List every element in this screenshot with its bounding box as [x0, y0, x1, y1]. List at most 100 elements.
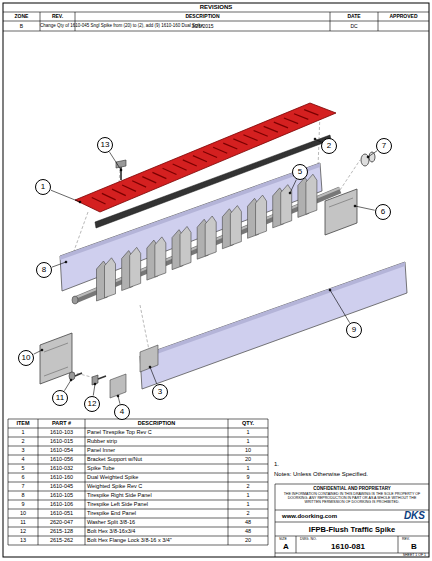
table-cell: Panel Tirespike Top Rev C: [85, 428, 228, 437]
table-cell: 1610-015: [38, 437, 85, 446]
label-text: IFPB-Flush Traffic Spike: [278, 524, 426, 535]
grid-line: [3, 12, 429, 13]
slot: [233, 139, 247, 145]
table-cell: 4: [8, 455, 38, 464]
hex-bolt: [69, 372, 106, 385]
slot: [203, 151, 217, 157]
callout-balloon: 13: [97, 137, 113, 153]
table-cell: 1: [228, 437, 268, 446]
callout-balloon: 7: [376, 138, 392, 154]
table-cell: 2: [228, 509, 268, 518]
end-panel: [40, 333, 72, 384]
grid-line: [8, 419, 9, 545]
table-cell: 1610-106: [38, 500, 85, 509]
table-cell: 2: [228, 482, 268, 491]
label-text: REVISIONS: [3, 3, 429, 12]
leader-line: [315, 139, 321, 142]
table-cell: 1: [228, 491, 268, 500]
callout-number: 2: [327, 142, 331, 150]
assembly: [40, 103, 407, 398]
label-text: 1610-081: [298, 542, 398, 552]
grid-line: [8, 482, 268, 483]
leader-dot: [65, 261, 67, 263]
grid-line: [8, 500, 268, 501]
table-cell: 20: [228, 536, 268, 545]
sheet-border: [3, 3, 429, 557]
table-cell: 5: [8, 464, 38, 473]
table-cell: 8: [8, 491, 38, 500]
grid-line: [8, 419, 268, 420]
grid-line: [8, 491, 268, 492]
grid-line: [8, 545, 268, 546]
label-text: www.doorking.com: [280, 512, 370, 521]
leader-dot: [354, 205, 356, 207]
slot: [284, 118, 298, 124]
leader-line: [118, 396, 120, 404]
label-text: DATE: [330, 12, 378, 21]
slot: [112, 189, 126, 195]
table-cell: ITEM: [8, 419, 38, 428]
slot: [132, 181, 146, 187]
slot: [294, 114, 308, 120]
leader-dot: [79, 201, 81, 203]
callout-number: 3: [158, 388, 162, 396]
table-cell: 2: [8, 437, 38, 446]
grid-line: [275, 484, 429, 485]
table-cell: 48: [228, 527, 268, 536]
slot: [274, 122, 288, 128]
slot: [92, 198, 106, 205]
label-text: CONFIDENTIAL AND PROPRIETARY: [278, 486, 426, 492]
leader-dot: [329, 289, 331, 291]
spike: [306, 174, 317, 214]
leader-line: [290, 180, 296, 193]
table-cell: Bolt Hex Flange Lock 3/8-16 x 3/4": [85, 536, 228, 545]
callout-balloon: 2: [321, 138, 337, 154]
leader-line: [64, 380, 71, 391]
label-text: REV.: [40, 12, 75, 21]
table-cell: 1: [228, 500, 268, 509]
spike: [256, 195, 267, 235]
table-cell: 1: [8, 428, 38, 437]
callout-balloon: 3: [152, 384, 168, 400]
leader-dot: [289, 192, 291, 194]
label-text: DC: [330, 21, 378, 31]
grid-line: [330, 12, 331, 31]
washer: [369, 152, 375, 162]
grid-line: [8, 428, 268, 429]
table-cell: 1: [228, 428, 268, 437]
callout-number: 13: [101, 141, 110, 149]
grid-line: [296, 536, 297, 553]
callout-balloon: 1: [35, 179, 51, 195]
table-cell: 2615-262: [38, 536, 85, 545]
table-cell: Bolt Hex 3/8-16x3/4: [85, 527, 228, 536]
label-text: SHEET 1 OF 1: [360, 553, 426, 557]
table-cell: 6: [8, 473, 38, 482]
table-cell: 2620-047: [38, 518, 85, 527]
callout-balloon: 8: [36, 262, 52, 278]
slot: [102, 193, 116, 199]
callout-number: 5: [298, 168, 302, 176]
table-cell: 10: [8, 509, 38, 518]
table-cell: 9: [8, 500, 38, 509]
leader-dot: [94, 383, 96, 385]
slot: [223, 143, 237, 149]
callout-balloon: 12: [84, 396, 100, 412]
label-text: THE INFORMATION CONTAINED IN THIS DRAWIN…: [280, 492, 424, 504]
table-cell: 11: [8, 518, 38, 527]
flange-bolt: [116, 160, 126, 180]
grid-line: [8, 446, 268, 447]
grid-line: [8, 509, 268, 510]
grid-line: [8, 437, 268, 438]
callout-number: 7: [382, 142, 386, 150]
slot: [254, 131, 268, 137]
grid-line: [40, 12, 41, 31]
callout-balloon: 10: [18, 350, 34, 366]
grid-line: [8, 455, 268, 456]
table-cell: QTY.: [228, 419, 268, 428]
label-text: APPROVED: [378, 12, 429, 21]
grid-line: [275, 536, 429, 537]
leader-line: [330, 290, 350, 323]
grid-line: [275, 522, 429, 523]
grid-line: [8, 473, 268, 474]
leader-dot: [149, 366, 151, 368]
